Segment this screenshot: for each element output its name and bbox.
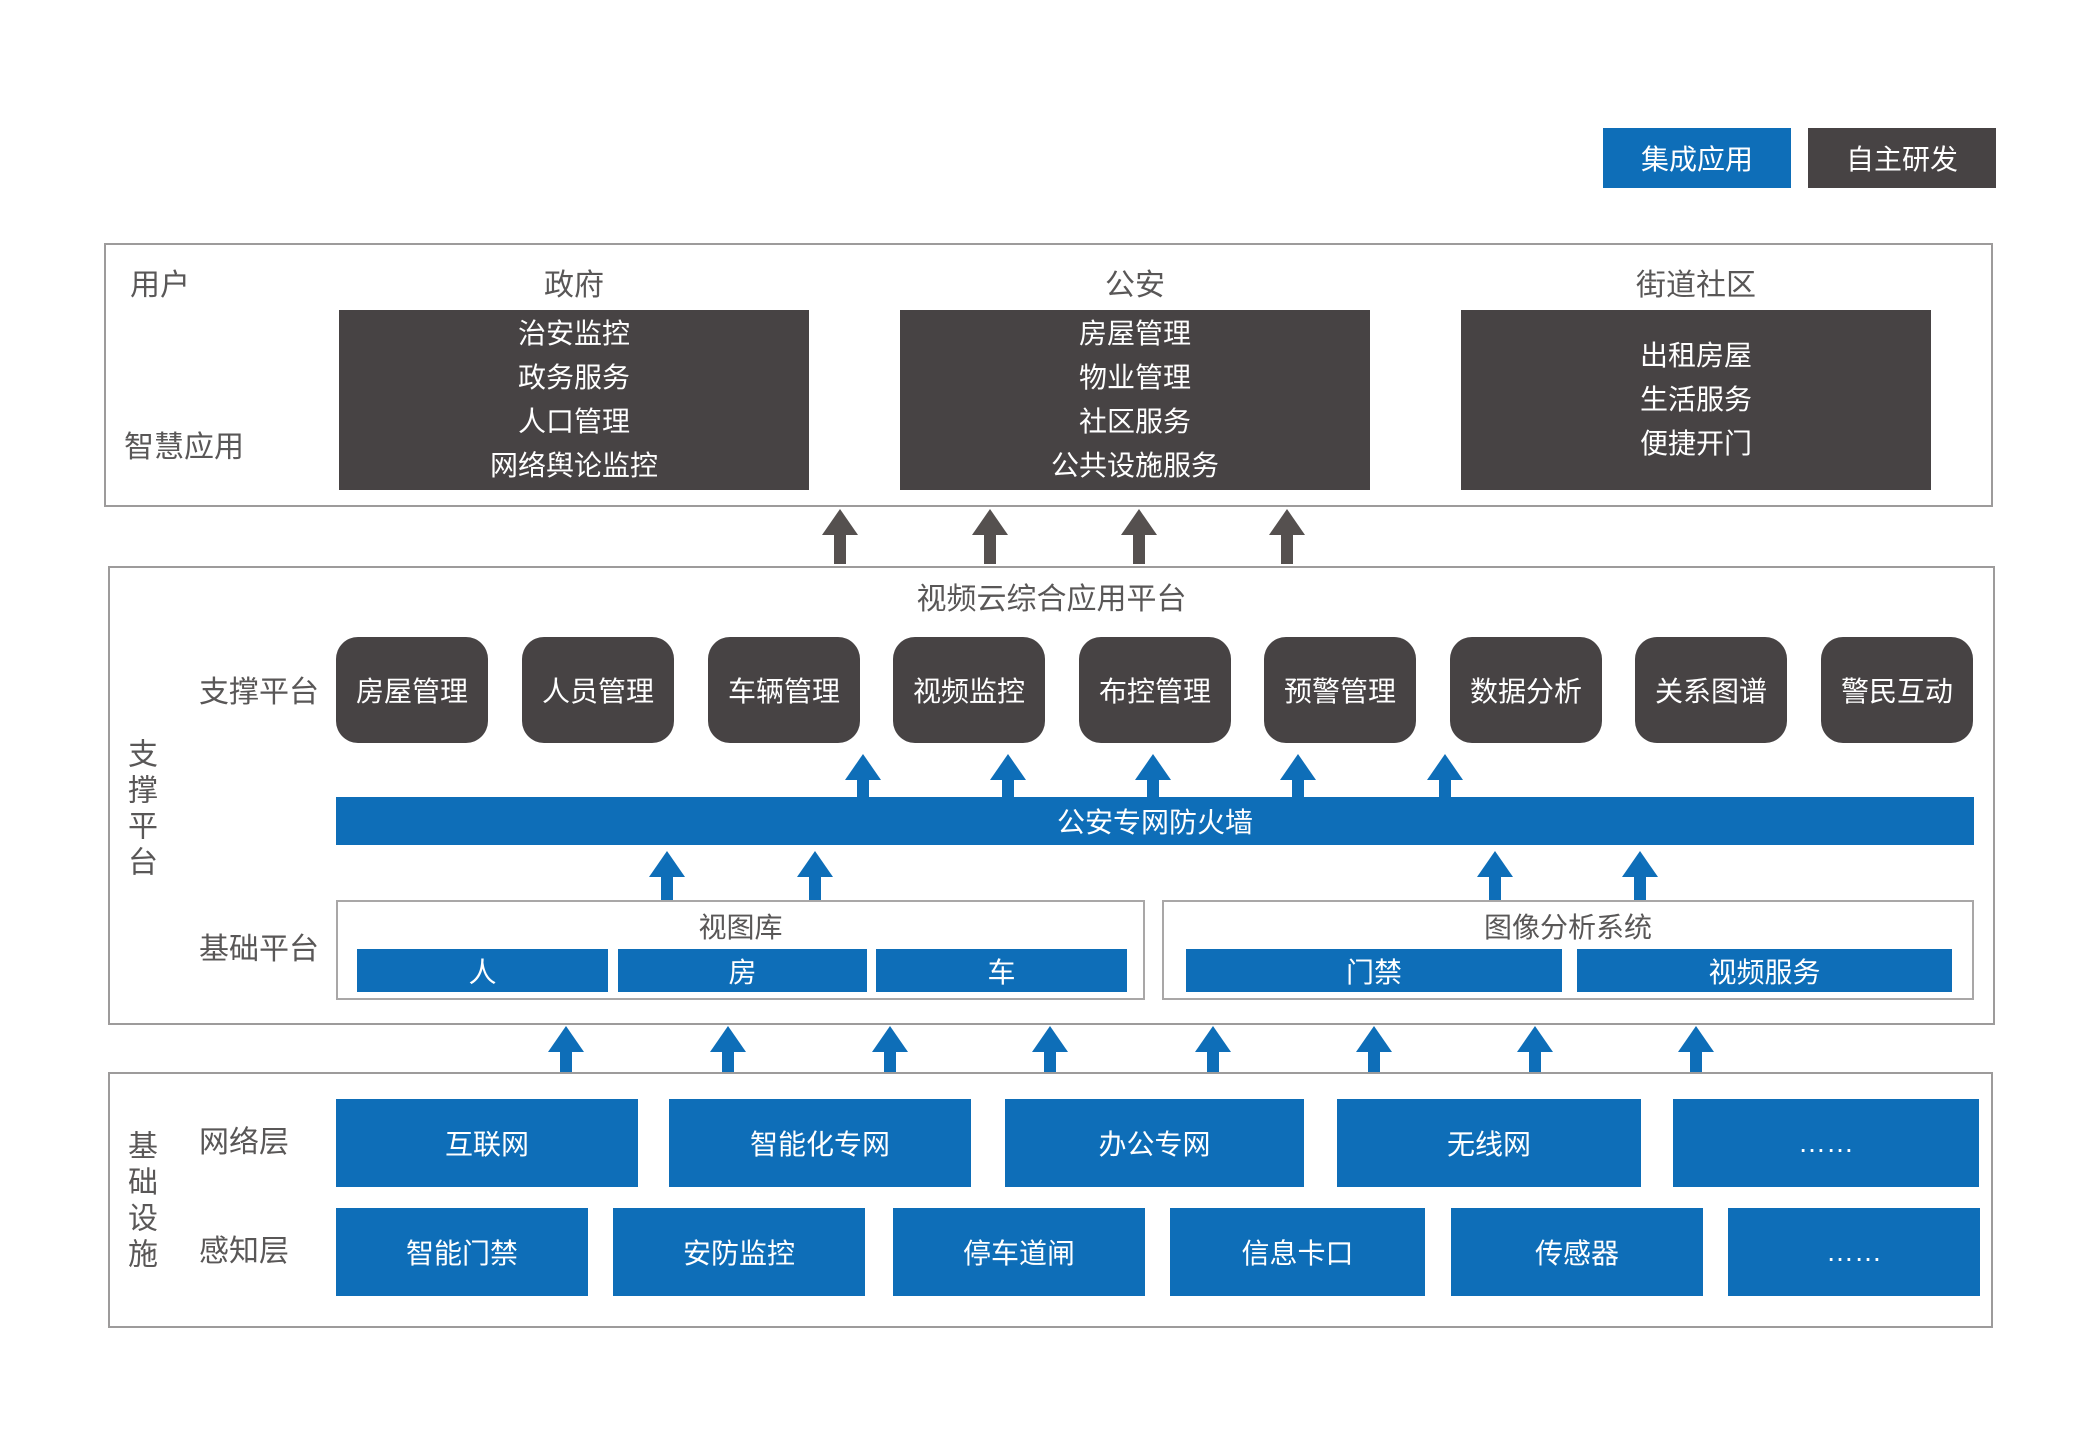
up-arrow-icon [1269, 509, 1305, 564]
support-box: 车辆管理 [708, 637, 860, 743]
user-col-header-community: 街道社区 [1636, 269, 1756, 302]
network-row-label: 网络层 [199, 1126, 289, 1159]
app-item: 人口管理 [517, 406, 630, 437]
platform-title: 视频云综合应用平台 [916, 583, 1187, 616]
up-arrow-icon [1427, 754, 1463, 800]
base-item: 房 [618, 949, 867, 992]
up-arrow-icon [710, 1026, 746, 1072]
up-arrow-icon [1622, 851, 1658, 901]
base-row-label: 基础平台 [199, 933, 319, 966]
network-box: …… [1673, 1099, 1979, 1187]
sense-box: 智能门禁 [336, 1208, 588, 1296]
app-item: 治安监控 [517, 318, 630, 349]
base-group-title: 视图库 [698, 912, 783, 943]
app-item: 生活服务 [1639, 384, 1752, 415]
up-arrow-icon [822, 509, 858, 564]
app-item: 便捷开门 [1639, 428, 1752, 459]
sense-box: …… [1728, 1208, 1980, 1296]
app-item: 网络舆论监控 [489, 450, 658, 481]
sense-box: 停车道闸 [893, 1208, 1145, 1296]
up-arrow-icon [872, 1026, 908, 1072]
base-item: 人 [357, 949, 608, 992]
up-arrow-icon [548, 1026, 584, 1072]
up-arrow-icon [1195, 1026, 1231, 1072]
user-col-header-government: 政府 [544, 269, 604, 302]
support-box: 房屋管理 [336, 637, 488, 743]
network-box: 智能化专网 [669, 1099, 971, 1187]
smart-app-box-police: 房屋管理 物业管理 社区服务 公共设施服务 [900, 310, 1370, 490]
base-item: 视频服务 [1577, 949, 1952, 992]
sense-row-label: 感知层 [199, 1235, 289, 1268]
legend-self-developed: 自主研发 [1808, 128, 1996, 188]
up-arrow-icon [649, 851, 685, 901]
up-arrow-icon [1356, 1026, 1392, 1072]
app-item: 公共设施服务 [1050, 450, 1219, 481]
support-box: 关系图谱 [1635, 637, 1787, 743]
up-arrow-icon [845, 754, 881, 800]
base-item: 门禁 [1186, 949, 1562, 992]
infrastructure-side-label: 基础设施 [123, 1130, 156, 1274]
app-item: 物业管理 [1078, 362, 1191, 393]
legend-integrated-app: 集成应用 [1603, 128, 1791, 188]
sense-box: 安防监控 [613, 1208, 865, 1296]
up-arrow-icon [1477, 851, 1513, 901]
up-arrow-icon [1135, 754, 1171, 800]
up-arrow-icon [1678, 1026, 1714, 1072]
platform-side-label: 支撑平台 [123, 738, 156, 882]
app-item: 政务服务 [517, 362, 630, 393]
user-col-header-police: 公安 [1105, 269, 1165, 302]
up-arrow-icon [1032, 1026, 1068, 1072]
up-arrow-icon [1280, 754, 1316, 800]
sense-box: 信息卡口 [1170, 1208, 1425, 1296]
support-box: 数据分析 [1450, 637, 1602, 743]
support-box: 视频监控 [893, 637, 1045, 743]
app-item: 出租房屋 [1639, 340, 1752, 371]
user-row-label: 用户 [130, 269, 190, 302]
sense-box: 传感器 [1451, 1208, 1703, 1296]
up-arrow-icon [1121, 509, 1157, 564]
app-item: 房屋管理 [1078, 318, 1191, 349]
base-item: 车 [876, 949, 1127, 992]
network-box: 无线网 [1337, 1099, 1641, 1187]
up-arrow-icon [990, 754, 1026, 800]
up-arrow-icon [797, 851, 833, 901]
network-box: 办公专网 [1005, 1099, 1304, 1187]
smart-app-row-label: 智慧应用 [124, 431, 244, 464]
support-box: 布控管理 [1079, 637, 1231, 743]
firewall-bar: 公安专网防火墙 [336, 797, 1974, 845]
support-row-label: 支撑平台 [199, 676, 319, 709]
app-item: 社区服务 [1078, 406, 1191, 437]
smart-app-box-community: 出租房屋 生活服务 便捷开门 [1461, 310, 1931, 490]
support-box: 人员管理 [522, 637, 674, 743]
support-box: 预警管理 [1264, 637, 1416, 743]
smart-app-box-government: 治安监控 政务服务 人口管理 网络舆论监控 [339, 310, 809, 490]
support-box: 警民互动 [1821, 637, 1973, 743]
up-arrow-icon [1517, 1026, 1553, 1072]
base-group-title: 图像分析系统 [1483, 912, 1652, 943]
up-arrow-icon [972, 509, 1008, 564]
network-box: 互联网 [336, 1099, 638, 1187]
